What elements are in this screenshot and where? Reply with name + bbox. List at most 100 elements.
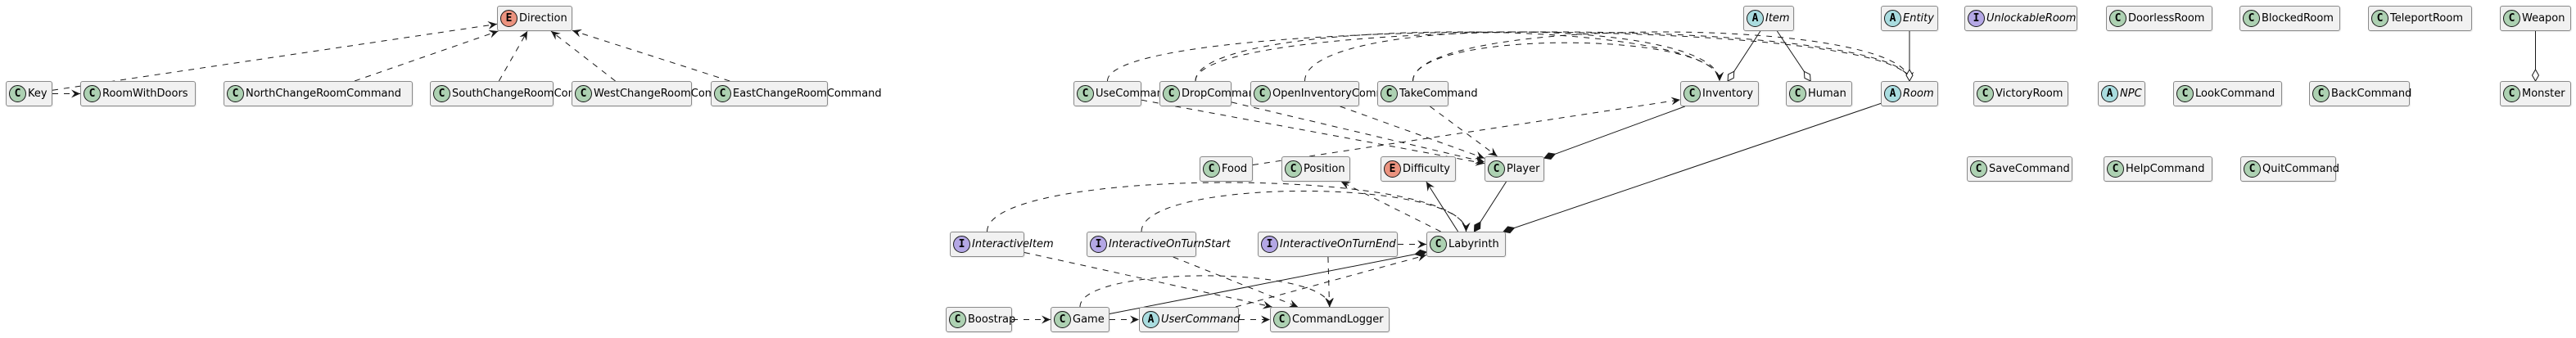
edge-dependency-westchangeroomcommand-to-direction (550, 30, 616, 82)
class-label: UseCommand (1096, 88, 1171, 100)
interface-icon: I (953, 236, 970, 253)
edge-dependency-openinventorycommand-to-inventory (1304, 31, 1724, 82)
edge-dependency-dropcommand-to-inventory (1195, 31, 1724, 82)
class-icon: C (9, 85, 26, 102)
class-icon: C (575, 85, 592, 102)
class-label: Position (1304, 163, 1345, 175)
class-icon: C (1077, 85, 1094, 102)
edge-dependency-dropcommand-to-player (1231, 101, 1485, 164)
class-icon: C (227, 85, 244, 102)
class-label: Food (1222, 163, 1248, 175)
class-label: Entity (1903, 12, 1934, 25)
class-icon: C (2312, 85, 2330, 102)
class-icon: C (1488, 160, 1505, 178)
class-icon: C (2109, 10, 2126, 27)
abstract-class-icon: A (1884, 10, 1901, 27)
class-label: Key (28, 88, 47, 100)
edge-dependency-usercommand-to-labyrinth (1235, 253, 1427, 308)
class-icon: C (1977, 85, 1994, 102)
interface-icon: I (1968, 10, 1985, 27)
edge-dependency-takecommand-to-room (1412, 31, 1914, 82)
edge-dependency-northchangeroomcommand-to-direction (354, 29, 499, 82)
class-label: RoomWithDoors (102, 88, 188, 100)
class-label: Player (1507, 163, 1540, 175)
class-label: VictoryRoom (1995, 88, 2063, 100)
edge-dependency-food-to-inventory (1252, 97, 1681, 166)
edge-dependency-takecommand-to-inventory (1412, 42, 1724, 82)
class-label: Monster (2522, 88, 2565, 100)
edge-dependency-interactiveonturnstart-to-labyrinth (1141, 191, 1471, 232)
edge-association-labyrinth-to-difficulty (1426, 181, 1459, 232)
edge-dependency-eastchangeroomcommand-to-direction (572, 29, 730, 82)
edge-composition-player-to-labyrinth (1473, 181, 1507, 232)
edge-dependency-openinventorycommand-to-player (1340, 106, 1485, 160)
class-label: Game (1073, 313, 1105, 326)
edge-dependency-usecommand-to-room (1107, 31, 1914, 82)
class-label: Direction (519, 12, 567, 25)
class-icon: C (1203, 160, 1220, 178)
class-label: DoorlessRoom (2128, 12, 2205, 25)
edge-dependency-takecommand-to-player (1430, 106, 1498, 157)
class-icon: C (2371, 10, 2388, 27)
edge-dependency-usecommand-to-player (1141, 99, 1485, 166)
class-label: UnlockableRoom (1986, 12, 2077, 25)
class-label: LookCommand (2195, 88, 2275, 100)
class-label: Human (1808, 88, 1846, 100)
interface-icon: I (1261, 236, 1278, 253)
class-icon: C (1683, 85, 1701, 102)
edge-composition-inventory-to-player (1543, 106, 1685, 160)
class-label: InteractiveOnTurnStart (1109, 238, 1231, 250)
class-icon: C (433, 85, 450, 102)
edge-dependency-interactiveitem-to-labyrinth (987, 182, 1471, 232)
class-icon: C (1381, 85, 1398, 102)
class-label: CommandLogger (1292, 313, 1384, 326)
class-icon: C (1054, 311, 1071, 328)
class-icon: C (1970, 160, 1987, 178)
class-label: QuitCommand (2262, 163, 2339, 175)
edge-aggregation-item-to-inventory (1727, 30, 1761, 82)
class-icon: C (1273, 311, 1290, 328)
class-label: TeleportRoom (2390, 12, 2464, 25)
